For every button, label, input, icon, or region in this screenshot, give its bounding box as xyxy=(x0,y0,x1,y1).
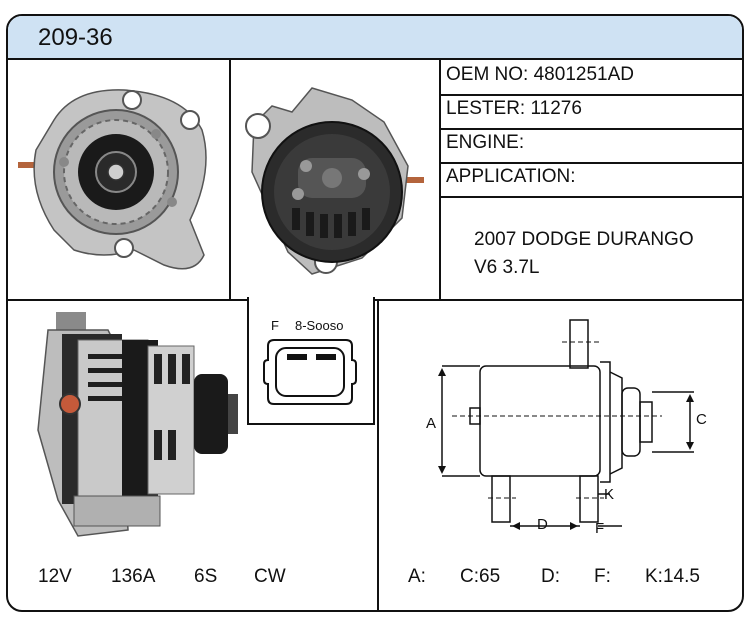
dim-label-a: A xyxy=(426,415,437,432)
divider-spec1 xyxy=(439,94,742,96)
divider-spec3 xyxy=(439,162,742,164)
oem-number: OEM NO: 4801251AD xyxy=(446,64,634,85)
connector-label-left: F xyxy=(271,318,279,333)
application-engine: V6 3.7L xyxy=(474,257,540,278)
dimension-drawing xyxy=(438,319,694,530)
voltage: 12V xyxy=(38,566,72,587)
dim-k: K:14.5 xyxy=(645,566,700,587)
amperage: 136A xyxy=(111,566,156,587)
engine-label: ENGINE: xyxy=(446,132,525,153)
dim-c: C:65 xyxy=(460,566,501,587)
part-number: 209-36 xyxy=(38,24,113,51)
divider-v3 xyxy=(377,299,379,610)
application-label: APPLICATION: xyxy=(446,166,576,187)
rotation: CW xyxy=(254,566,286,587)
divider-v1 xyxy=(229,60,231,300)
lester-number: LESTER: 11276 xyxy=(446,98,582,119)
dim-label-f: F xyxy=(595,520,605,537)
dim-a: A: xyxy=(408,566,426,587)
dim-label-c: C xyxy=(696,411,707,428)
dim-f: F: xyxy=(594,566,611,587)
alternator-front-photo xyxy=(18,89,207,270)
connector-diagram xyxy=(263,339,357,405)
divider-v2 xyxy=(439,60,441,300)
divider-spec4 xyxy=(439,196,742,198)
application-lines: 2007 DODGE DURANGO V6 3.7L xyxy=(474,226,694,282)
dim-label-k: K xyxy=(604,486,615,503)
header-bar: 209-36 xyxy=(8,16,742,60)
divider-spec2 xyxy=(439,128,742,130)
application-vehicle: 2007 DODGE DURANGO xyxy=(474,229,694,250)
connector-label-right: 8-Sooso xyxy=(295,318,344,333)
alternator-rear-photo xyxy=(245,87,424,275)
dim-d: D: xyxy=(541,566,560,587)
divider-h-main xyxy=(8,299,742,301)
pulley-type: 6S xyxy=(194,566,218,587)
alternator-side-photo xyxy=(37,312,238,537)
dim-label-d: D xyxy=(537,516,548,533)
